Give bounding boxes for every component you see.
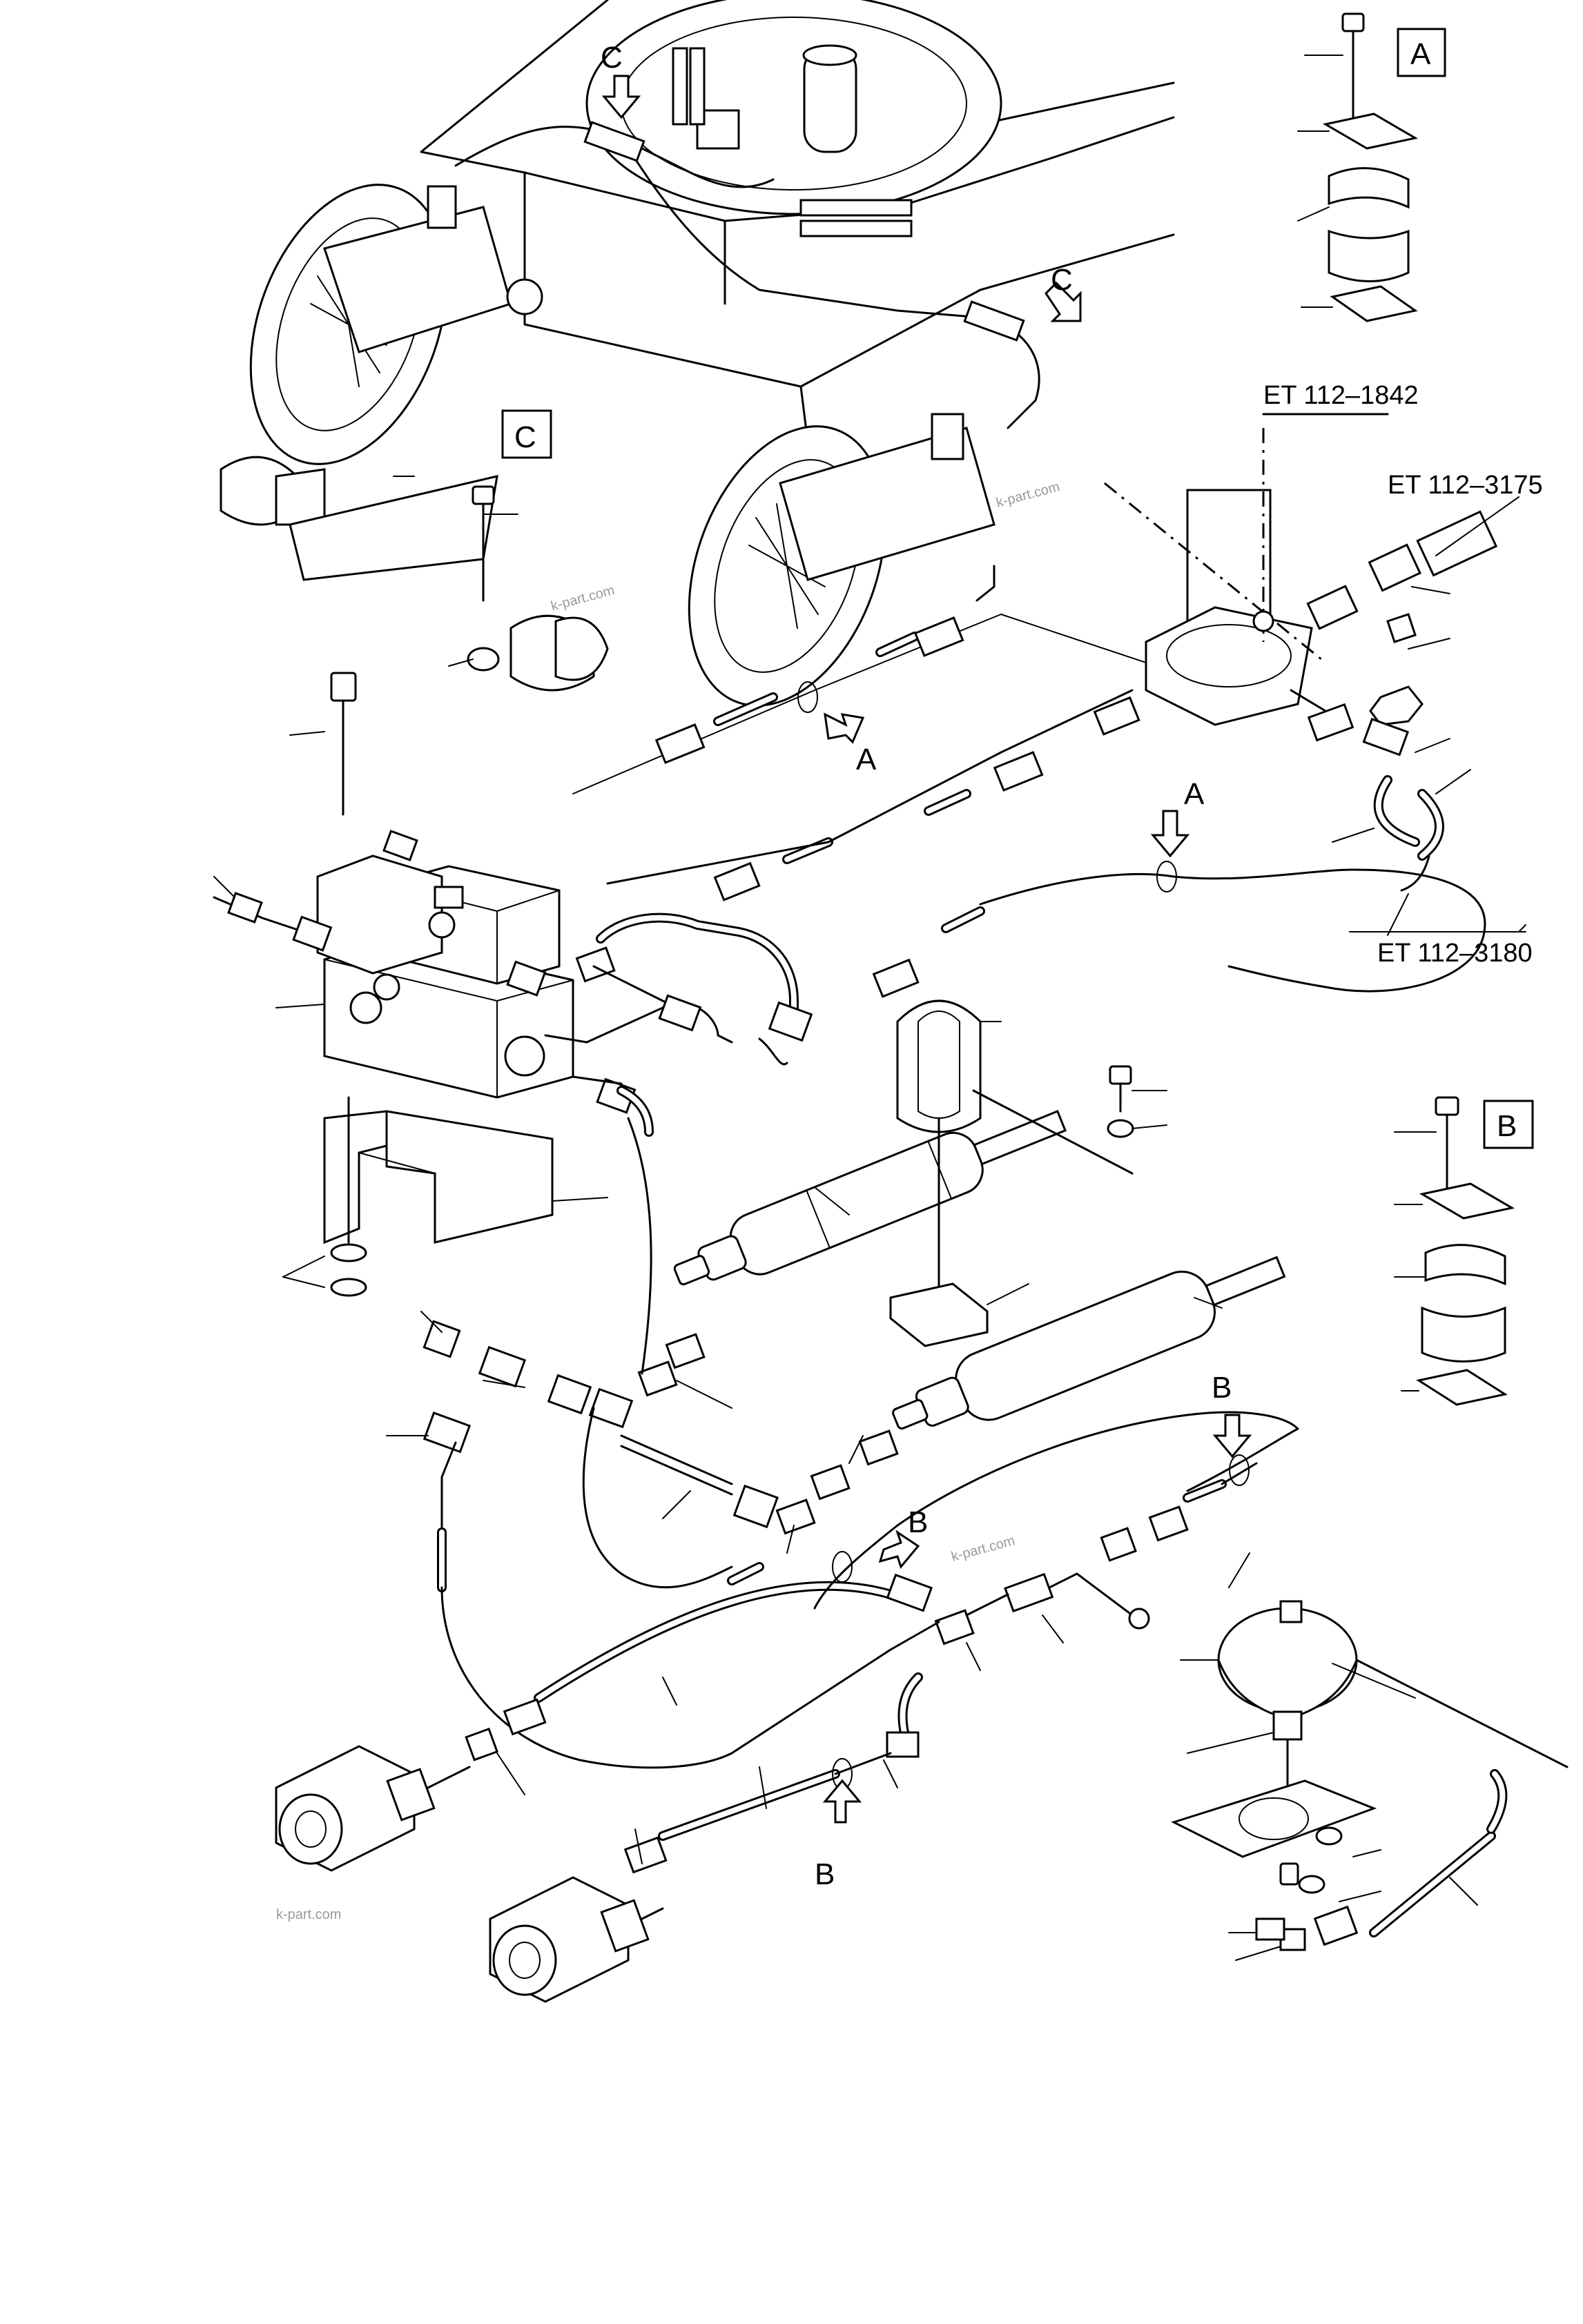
looped-hose (596, 912, 813, 1066)
detail-a-label: A (1410, 37, 1431, 71)
lower-hoses (465, 1411, 1569, 1961)
watermark-2: k-part.com (550, 583, 616, 614)
lower-cylinders (673, 999, 1286, 1430)
detail-b-label: B (1497, 1109, 1517, 1143)
detail-c-cover (220, 409, 609, 692)
detail-a-clamp (1297, 12, 1446, 322)
upper-hose-runs (572, 565, 1486, 998)
middle-fittings (386, 1117, 899, 1769)
arrow-b-label-bottom: B (815, 1857, 835, 1891)
detail-c-callout-top: C (601, 41, 623, 75)
arrow-b-label-top: B (1212, 1371, 1232, 1405)
detail-b-clamp (1394, 1096, 1534, 1406)
swivel-joint (1104, 413, 1389, 726)
part-ref-3180: ET 112–3180 (1377, 939, 1533, 968)
chassis-assembly (249, 0, 1175, 707)
detail-c-callout-right: C (1051, 263, 1073, 297)
arrow-b-label-middle: B (908, 1505, 928, 1539)
part-ref-3175: ET 112–3175 (1388, 471, 1543, 500)
watermark-3: k-part.com (950, 1533, 1017, 1565)
arrow-a-label-upper: A (856, 743, 877, 777)
part-ref-1842: ET 112–1842 (1263, 381, 1419, 410)
watermark-1: k-part.com (995, 479, 1062, 511)
quick-couplings (275, 1745, 664, 2003)
top-right-fittings (1290, 496, 1526, 936)
control-valve-block (213, 672, 733, 1297)
watermark-4: k-part.com (276, 1907, 341, 1922)
arrow-a-label-right: A (1184, 777, 1205, 811)
detail-c-label: C (514, 420, 536, 454)
